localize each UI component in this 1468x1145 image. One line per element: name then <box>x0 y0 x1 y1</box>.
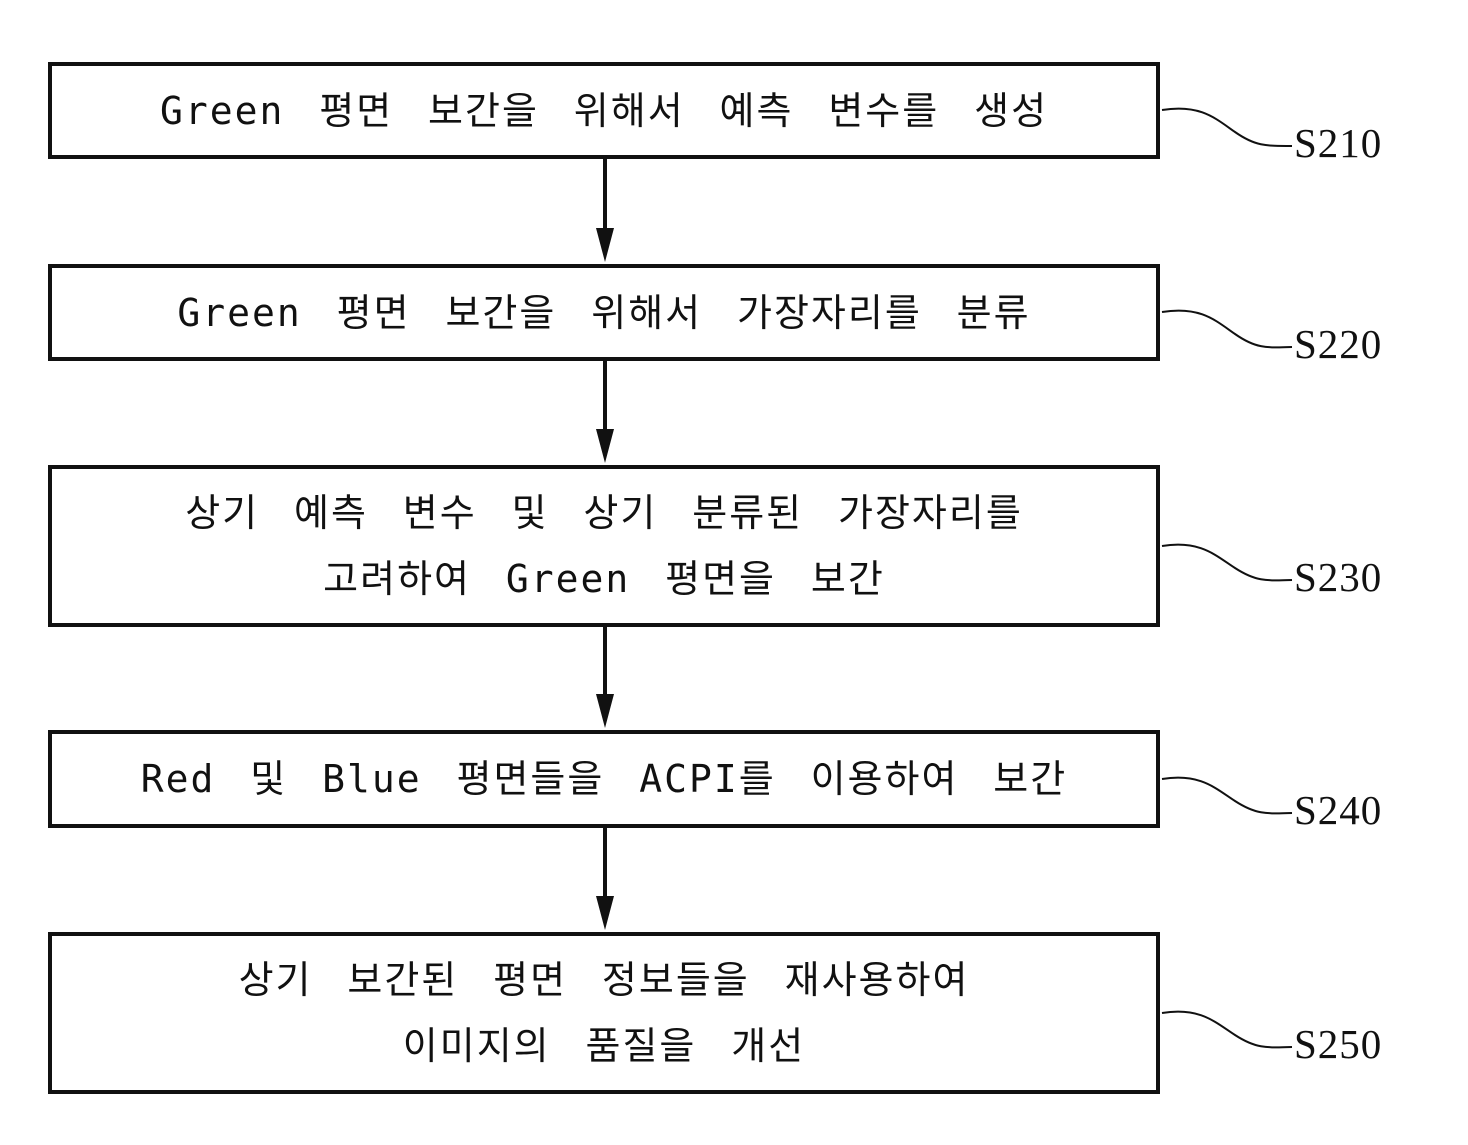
step-label-s210: S210 <box>1294 119 1382 167</box>
flow-arrow-s230-s240 <box>596 627 614 728</box>
leader-line-s210 <box>1162 109 1292 146</box>
step-box-s240: Red 및 Blue 평면들을 ACPI를 이용하여 보간 <box>48 730 1160 828</box>
flow-arrow-s210-s220 <box>596 159 614 262</box>
step-text-line: 고려하여 Green 평면을 보간 <box>323 546 885 612</box>
step-text-line: Red 및 Blue 평면들을 ACPI를 이용하여 보간 <box>141 746 1067 812</box>
step-label-s240: S240 <box>1294 786 1382 834</box>
step-text-line: 이미지의 품질을 개선 <box>403 1013 805 1079</box>
leader-line-s250 <box>1162 1012 1292 1048</box>
leader-line-s240 <box>1162 778 1292 814</box>
step-box-s250: 상기 보간된 평면 정보들을 재사용하여 이미지의 품질을 개선 <box>48 932 1160 1094</box>
step-text-line: Green 평면 보간을 위해서 가장자리를 분류 <box>177 280 1030 346</box>
step-label-s220: S220 <box>1294 320 1382 368</box>
step-text-line: 상기 예측 변수 및 상기 분류된 가장자리를 <box>185 480 1023 546</box>
step-box-s210: Green 평면 보간을 위해서 예측 변수를 생성 <box>48 62 1160 159</box>
leader-line-s230 <box>1162 545 1292 581</box>
step-box-s220: Green 평면 보간을 위해서 가장자리를 분류 <box>48 264 1160 361</box>
flow-arrow-s240-s250 <box>596 828 614 930</box>
step-box-s230: 상기 예측 변수 및 상기 분류된 가장자리를 고려하여 Green 평면을 보… <box>48 465 1160 627</box>
step-text-line: Green 평면 보간을 위해서 예측 변수를 생성 <box>160 78 1048 144</box>
step-text-line: 상기 보간된 평면 정보들을 재사용하여 <box>239 947 970 1013</box>
step-label-s230: S230 <box>1294 553 1382 601</box>
leader-line-s220 <box>1162 311 1292 348</box>
step-label-s250: S250 <box>1294 1020 1382 1068</box>
flow-arrow-s220-s230 <box>596 361 614 463</box>
